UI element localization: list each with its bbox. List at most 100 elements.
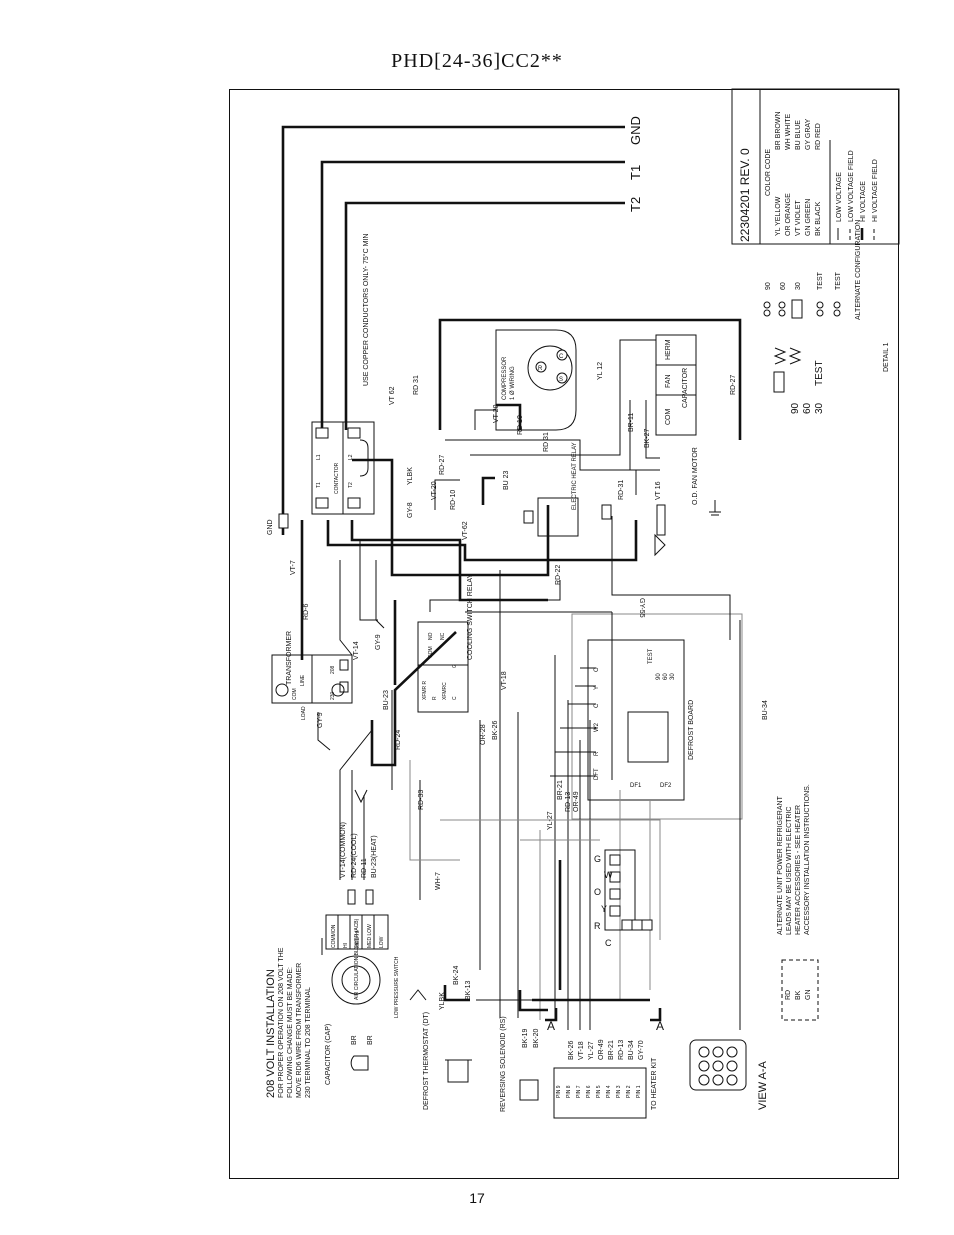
compressor: C R S COMPRESSOR 1 Ø WIRING xyxy=(495,329,577,431)
detail-setting: TEST xyxy=(814,360,825,386)
electric-heat-relay: ELECTRIC HEAT RELAY xyxy=(523,442,612,537)
install-heading: 208 VOLT INSTALLATION xyxy=(265,969,277,1098)
wire-label: RD 31 xyxy=(543,432,550,452)
board-df1: DF1 xyxy=(630,783,642,789)
transformer-load: LOAD xyxy=(301,706,307,720)
board-test: TEST xyxy=(648,648,654,664)
blower-speed: MED LOW xyxy=(367,924,373,948)
install-line: FOLLOWING CHANGE MUST BE MADE: xyxy=(287,967,294,1098)
transformer: COM LINE 230 208 LOAD TRANSFORMER xyxy=(271,631,353,720)
install-line: 230 TERMINAL TO 208 TERMINAL xyxy=(305,987,312,1098)
wire-label: GY-55 xyxy=(638,598,645,618)
legend: 22304201 REV. 0 COLOR CODE YL YELLOW OR … xyxy=(731,88,900,245)
wire-label: BK-24 xyxy=(453,965,460,985)
reversing-solenoid-label: REVERSING SOLENOID (RS) xyxy=(500,1016,507,1112)
blower-speed: HI xyxy=(343,943,349,948)
plug-wire: RD-13 xyxy=(618,1040,625,1060)
rs-wire: BK-19 xyxy=(522,1028,529,1048)
terminal-t2: T2 xyxy=(628,197,643,212)
plug-wire: VT-18 xyxy=(578,1041,585,1060)
page-number: 17 xyxy=(469,1190,485,1206)
plug-pin: PIN 6 xyxy=(586,1085,592,1098)
legend-color: YL YELLOW xyxy=(775,196,782,236)
plug-pin: PIN 1 xyxy=(636,1085,642,1098)
detail-1: 90 60 30 TEST TEST ALTERNATE CONFIGURATI… xyxy=(763,220,890,414)
wire-label: RD-6 xyxy=(303,604,310,620)
blower-lead: RD-11 xyxy=(361,858,368,878)
cooling-relay-label: COOLING SWITCH RELAY xyxy=(467,573,474,660)
install-line: FOR PROPER OPERATION ON 208 VOLT THE xyxy=(278,947,285,1098)
alt-note-line: LEADS MAY BE USED WITH ELECTRIC xyxy=(786,807,793,936)
capacitor-com: COM xyxy=(665,409,672,426)
relay-xfmr-r: XFMR R xyxy=(422,680,428,700)
diagram-frame xyxy=(229,89,899,1179)
relay-g: G xyxy=(452,664,458,668)
strip-term-g: G xyxy=(594,854,601,864)
wire-label: BR-21 xyxy=(557,780,564,800)
wire-label: VT 62 xyxy=(389,386,396,405)
wire-label: GY-9 xyxy=(317,712,324,728)
legend-color: BR BROWN xyxy=(775,112,782,151)
detail-pin: 60 xyxy=(780,282,787,290)
fan-motor-label: O.D. FAN MOTOR xyxy=(692,447,699,505)
transformer-com: COM xyxy=(292,688,298,700)
relay-c: C xyxy=(452,696,458,700)
compressor-phase: 1 Ø WIRING xyxy=(510,366,516,400)
legend-line-type: HI VOLTAGE xyxy=(860,181,867,222)
blower-speed: LOW xyxy=(379,936,385,948)
od-fan-motor: O.D. FAN MOTOR xyxy=(654,447,721,557)
contactor-label: CONTACTOR xyxy=(334,462,340,494)
plug-wire: OR-49 xyxy=(598,1039,605,1060)
transformer-208: 208 xyxy=(330,665,336,674)
wire-label: VT 16 xyxy=(655,481,662,500)
alt-note: ALTERNATE UNIT POWER REFRIGERANT LEADS M… xyxy=(777,784,811,935)
install-note: 208 VOLT INSTALLATION FOR PROPER OPERATI… xyxy=(265,947,312,1098)
board-w2: W2 xyxy=(594,722,600,732)
detail-pin: 30 xyxy=(795,282,802,290)
alt-note-line: ACCESSORY INSTALLATION INSTRUCTIONS. xyxy=(804,784,811,935)
wire-label: VT-14 xyxy=(353,641,360,660)
wire-label: RD-33 xyxy=(418,790,425,810)
terminal-t1: T1 xyxy=(628,165,643,180)
defrost-thermostat-label: DEFROST THERMOSTAT (DT) xyxy=(423,1012,430,1110)
legend-line-type: HI VOLTAGE FIELD xyxy=(872,159,879,222)
blower-motor: COMMON HI MED HI MED LOW LOW AIR CIRCULA… xyxy=(321,914,389,1085)
blower-speed: MED HI xyxy=(355,931,361,949)
compressor-s: S xyxy=(559,377,563,383)
wire-label: BU-34 xyxy=(762,700,769,720)
plug-pin: PIN 8 xyxy=(566,1085,572,1098)
capacitor-herm: HERM xyxy=(665,339,672,360)
contactor: L1 L2 T1 T2 CONTACTOR xyxy=(311,421,375,515)
contactor-t2: T2 xyxy=(348,482,354,488)
relay-r: R xyxy=(432,696,438,700)
transformer-line: LINE xyxy=(300,674,306,686)
alt-color: RD xyxy=(785,990,792,1000)
capacitor-label: CAPACITOR xyxy=(682,368,689,408)
plug-wire: BK-26 xyxy=(568,1040,575,1060)
compressor-label: COMPRESSOR xyxy=(502,356,508,400)
detail-label: DETAIL 1 xyxy=(883,342,890,372)
wire-label: BU-23 xyxy=(383,690,390,710)
relay-nc: NC xyxy=(440,632,446,640)
legend-color: VT VIOLET xyxy=(795,200,802,236)
blower-lead: BU-23(HEAT) xyxy=(371,835,378,878)
install-line: MOVE RD6 WIRE FROM TRANSFORMER xyxy=(296,963,303,1098)
legend-line-type: LOW VOLTAGE xyxy=(836,172,843,222)
wire-label: YL 12 xyxy=(597,362,604,380)
strip-term-r: R xyxy=(594,921,601,931)
legend-color: WH WHITE xyxy=(785,114,792,150)
transformer-label: TRANSFORMER xyxy=(286,631,293,685)
heat-relay-label: ELECTRIC HEAT RELAY xyxy=(572,442,578,510)
strip-term-w: W xyxy=(604,870,613,880)
wire-label: OR-49 xyxy=(573,791,580,812)
wire-label: RD 31 xyxy=(413,375,420,395)
alt-color: GN xyxy=(805,990,812,1001)
wire-label: BU 23 xyxy=(503,470,510,490)
strip-term-o: O xyxy=(594,887,601,897)
board-df2: DF2 xyxy=(660,783,672,789)
blower-cap-label: CAPACITOR (CAP) xyxy=(325,1024,332,1085)
wire-label: VT-7 xyxy=(290,560,297,575)
blower-lead: RD-24(COOL) xyxy=(351,833,358,878)
wire-label: WH-7 xyxy=(435,872,442,890)
